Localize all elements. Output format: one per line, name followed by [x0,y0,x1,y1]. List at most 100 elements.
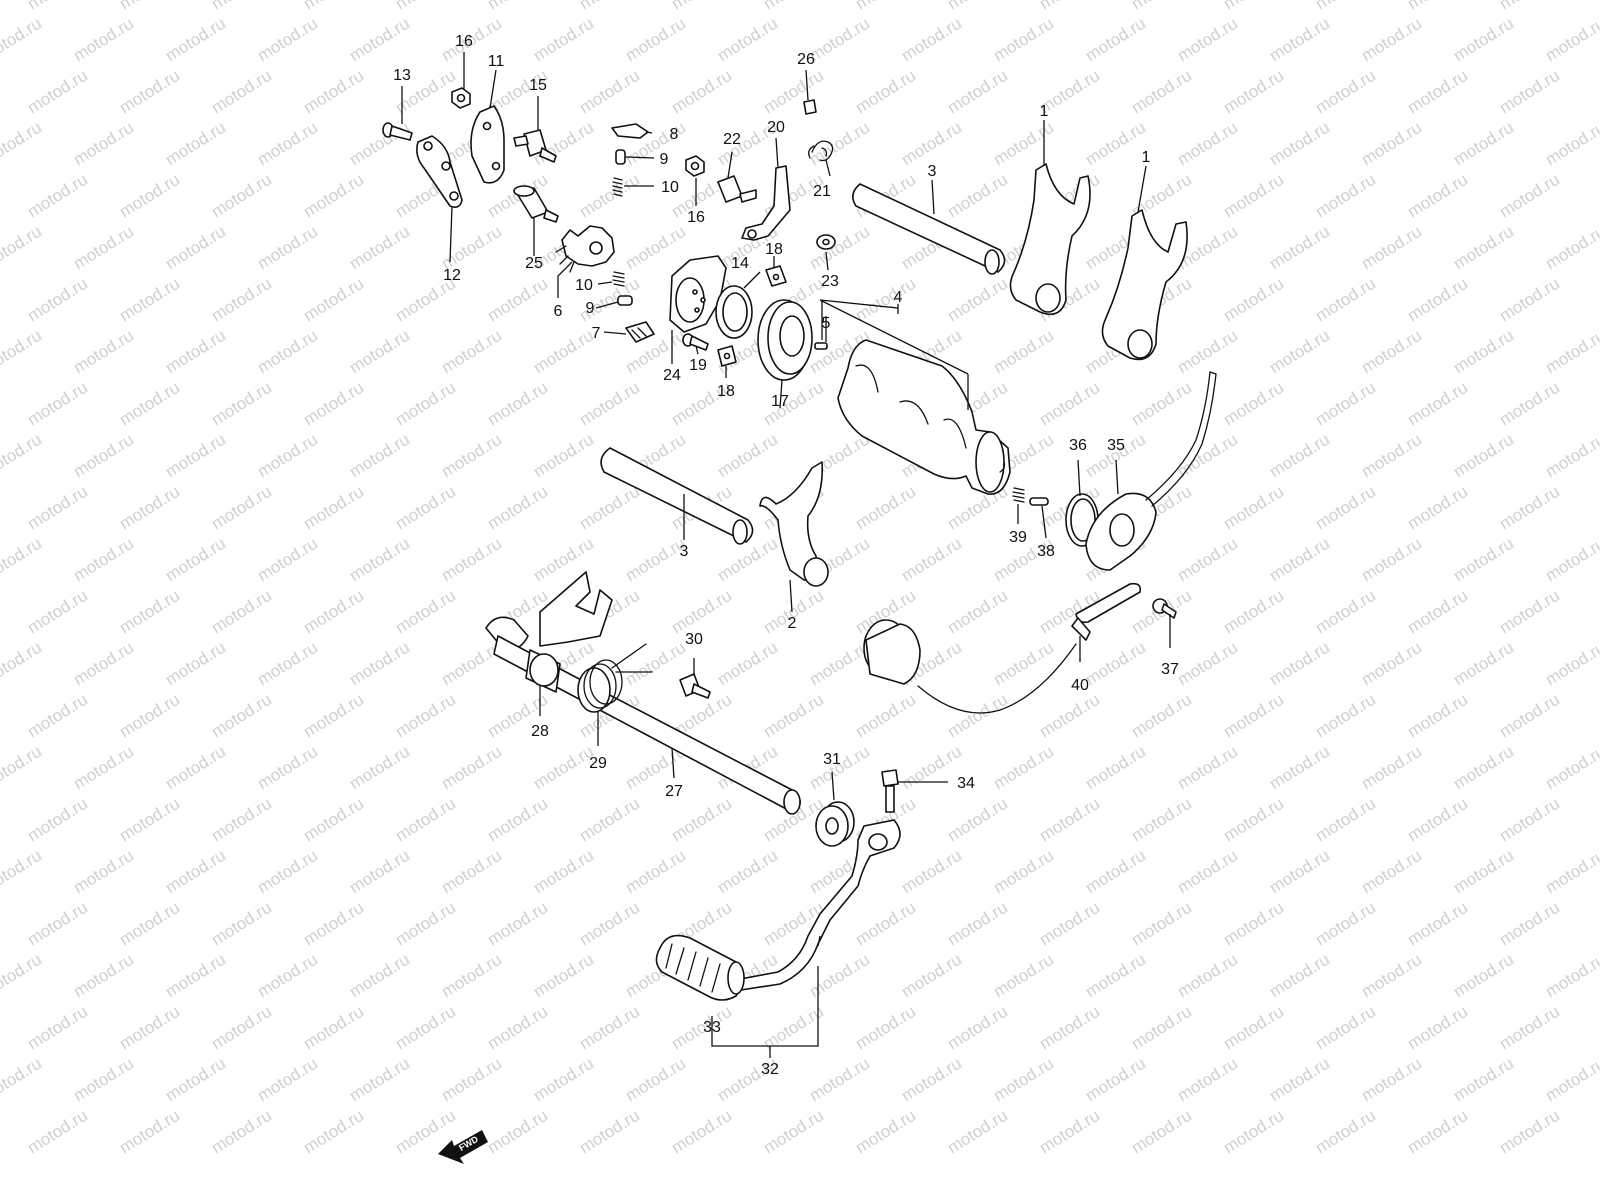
watermark-text: motod.ru [898,846,965,898]
watermark-text: motod.ru [116,1002,183,1054]
watermark-text: motod.ru [806,1054,873,1106]
watermark-text: motod.ru [1358,846,1425,898]
watermark-text: motod.ru [254,1054,321,1106]
watermark-text: motod.ru [392,586,459,638]
part-40-clamp [1071,582,1142,641]
watermark-text: motod.ru [208,0,275,13]
fwd-direction-arrow: FWD [438,1130,488,1164]
watermark-text: motod.ru [1404,274,1471,326]
watermark-text: motod.ru [208,586,275,638]
watermark-text: motod.ru [1542,742,1600,794]
watermark-text: motod.ru [944,274,1011,326]
watermark-text: motod.ru [990,638,1057,690]
callout-26: 26 [797,51,815,68]
part-34-bolt [881,769,899,813]
watermark-text: motod.ru [208,170,275,222]
watermark-text: motod.ru [1358,118,1425,170]
watermark-text: motod.ru [1450,534,1517,586]
watermark-text: motod.ru [24,1002,91,1054]
callout-34: 34 [957,775,975,792]
part-7-stopper [625,321,655,343]
part-22-stud [717,175,757,203]
watermark-text: motod.ru [346,950,413,1002]
part-23-washer [816,234,836,250]
watermark-text: motod.ru [1036,690,1103,742]
callout-20: 20 [767,119,785,136]
watermark-text: motod.ru [760,0,827,13]
watermark-text: motod.ru [1266,14,1333,66]
part-16-nut-top [451,87,471,109]
callout-33: 33 [703,1019,721,1036]
watermark-text: motod.ru [852,274,919,326]
part-shift-sensor [863,619,1077,714]
watermark-text: motod.ru [1450,222,1517,274]
watermark-text: motod.ru [70,742,137,794]
watermark-text: motod.ru [944,66,1011,118]
watermark-text: motod.ru [116,1106,183,1158]
watermark-text: motod.ru [1312,794,1379,846]
callout-17: 17 [771,393,789,410]
watermark-text: motod.ru [1542,430,1600,482]
part-3-fork-shaft-lower [600,447,754,545]
part-38-pin [1029,497,1049,506]
watermark-text: motod.ru [990,14,1057,66]
callout-37: 37 [1161,661,1179,678]
watermark-text: motod.ru [576,1002,643,1054]
watermark-text: motod.ru [70,222,137,274]
callout-6: 6 [554,303,563,320]
watermark-text: motod.ru [990,118,1057,170]
watermark-text: motod.ru [1220,794,1287,846]
watermark-text: motod.ru [1220,66,1287,118]
part-21-spring [808,140,834,162]
watermark-text: motod.ru [714,638,781,690]
watermark-text: motod.ru [392,898,459,950]
watermark-text: motod.ru [1450,326,1517,378]
watermark-text: motod.ru [0,222,45,274]
callout-22: 22 [723,131,741,148]
watermark-text: motod.ru [990,1054,1057,1106]
watermark-text: motod.ru [990,326,1057,378]
watermark-text: motod.ru [1312,66,1379,118]
watermark-text: motod.ru [1496,378,1563,430]
watermark-text: motod.ru [714,14,781,66]
watermark-text: motod.ru [484,1106,551,1158]
watermark-text: motod.ru [0,534,45,586]
watermark-text: motod.ru [254,430,321,482]
watermark-text: motod.ru [70,430,137,482]
watermark-text: motod.ru [208,794,275,846]
watermark-text: motod.ru [116,378,183,430]
watermark-text: motod.ru [116,274,183,326]
callout-19: 19 [689,357,707,374]
watermark-text: motod.ru [944,794,1011,846]
watermark-text: motod.ru [208,690,275,742]
callout-13: 13 [393,67,411,84]
leader-lines [401,52,1171,1058]
watermark-text: motod.ru [392,794,459,846]
watermark-text: motod.ru [300,274,367,326]
watermark-text: motod.ru [484,1002,551,1054]
watermark-text: motod.ru [1312,1106,1379,1158]
watermark-text: motod.ru [1128,690,1195,742]
watermark-text: motod.ru [530,846,597,898]
part-16-nut-lower [685,155,705,177]
part-5-pin [814,342,828,350]
watermark-text: motod.ru [1450,14,1517,66]
watermark-text: motod.ru [1174,742,1241,794]
watermark-text: motod.ru [1496,274,1563,326]
watermark-text: motod.ru [300,690,367,742]
watermark-text: motod.ru [300,0,367,13]
watermark-text: motod.ru [1128,0,1195,13]
callout-10b: 10 [575,277,593,294]
watermark-text: motod.ru [1542,118,1600,170]
watermark-text: motod.ru [1220,0,1287,13]
part-15-stud-bolt [513,129,557,163]
watermark-text: motod.ru [116,170,183,222]
watermark-text: motod.ru [760,690,827,742]
watermark-text: motod.ru [944,170,1011,222]
watermark-text: motod.ru [622,222,689,274]
watermark-text: motod.ru [208,274,275,326]
watermark-text: motod.ru [162,534,229,586]
part-10-spring-lower [612,271,625,287]
watermark-text: motod.ru [1450,742,1517,794]
